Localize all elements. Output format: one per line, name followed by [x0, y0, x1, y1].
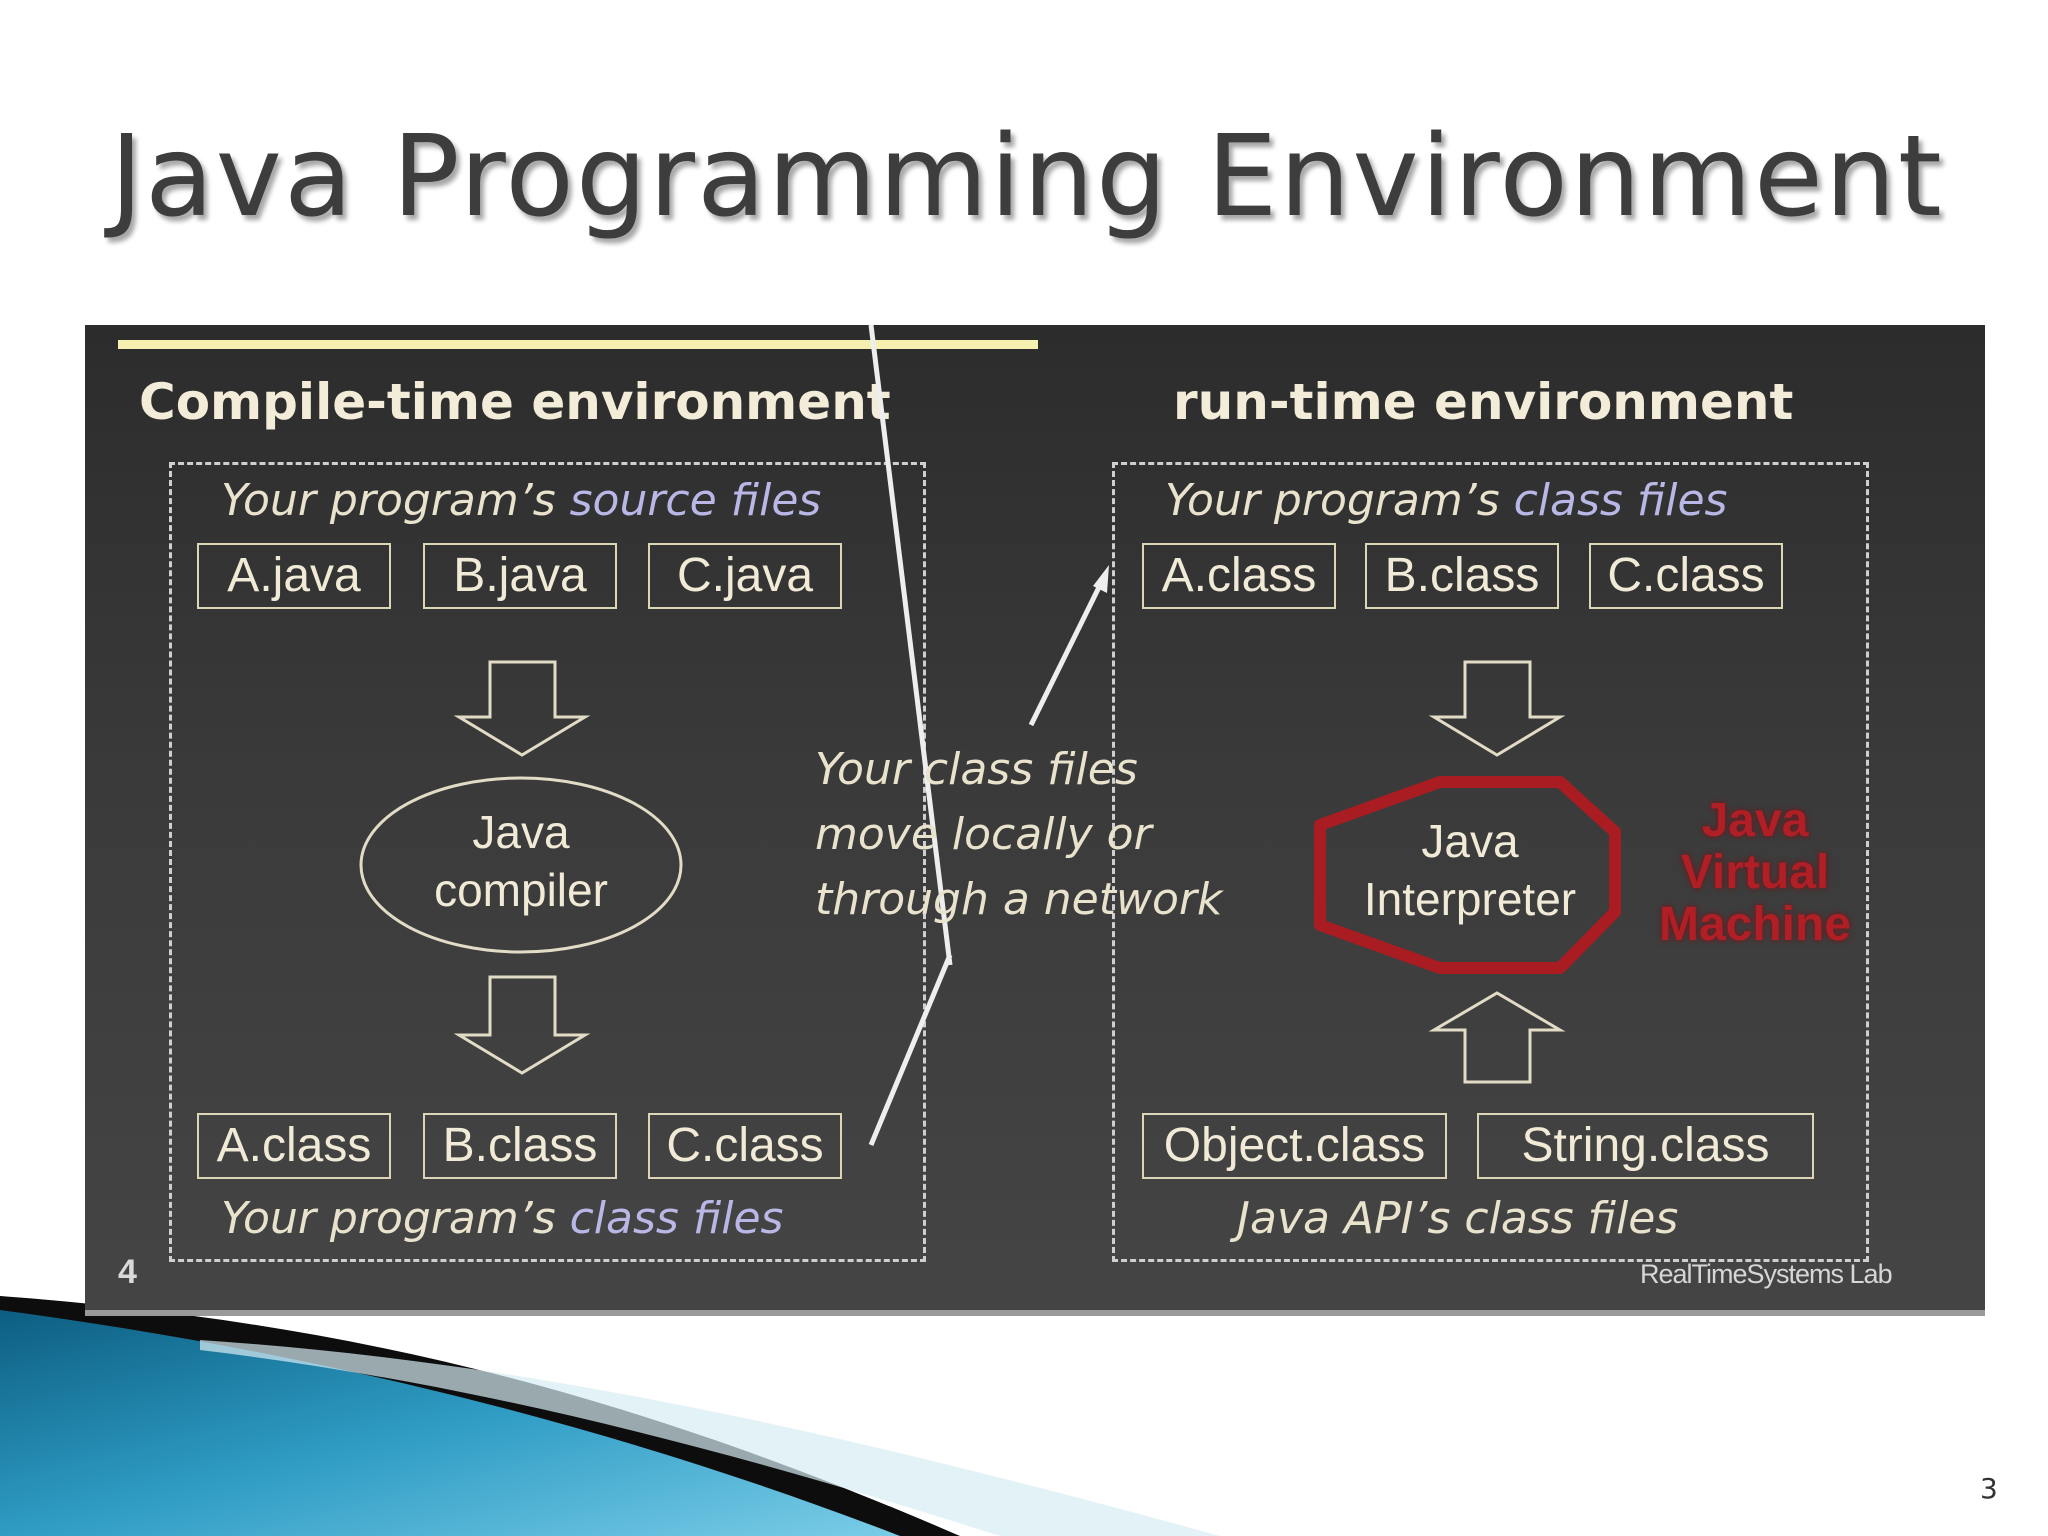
transfer-note: Your class files move locally or through… — [815, 737, 1222, 932]
transfer-note-line3: through a network — [815, 874, 1223, 925]
run-time-box — [1112, 462, 1869, 1262]
lab-name: RealTimeSystems Lab — [1640, 1259, 1893, 1289]
compiler-ellipse — [359, 776, 683, 954]
diagram-bottom-edge — [85, 1310, 1985, 1316]
inner-slide-number: 4 — [118, 1253, 137, 1291]
compiled-file-a-class: A.class — [197, 1113, 391, 1179]
jvm-label-line3: Machine — [1658, 898, 1852, 951]
api-class-files-caption: Java API’s class files — [1237, 1193, 1679, 1244]
jvm-label-line2: Virtual — [1680, 846, 1830, 899]
compile-time-box — [169, 462, 926, 1262]
slide-title: Java Programming Environment — [110, 112, 1944, 242]
compiled-caption-prefix: Your program’s — [221, 1193, 570, 1244]
jvm-octagon — [1314, 776, 1621, 974]
api-file-string-class: String.class — [1477, 1113, 1814, 1179]
runtime-file-a-class: A.class — [1142, 543, 1336, 609]
down-arrow-icon — [453, 660, 591, 757]
compiled-caption-accent: class files — [569, 1193, 784, 1244]
interpreter-label: Java Interpreter — [1340, 812, 1600, 928]
network-line-upper — [1028, 573, 1108, 727]
compiled-file-b-class: B.class — [423, 1113, 617, 1179]
down-arrow-icon — [1428, 660, 1566, 757]
runtime-class-files-caption: Your program’s class files — [1165, 475, 1727, 526]
source-file-a-java: A.java — [197, 543, 391, 609]
diagram-arrows-and-shapes — [359, 325, 1621, 1146]
run-time-heading: run-time environment — [1173, 373, 1794, 431]
network-line-lower — [868, 954, 953, 1146]
source-file-c-java: C.java — [648, 543, 842, 609]
down-arrow-icon — [453, 975, 591, 1075]
compiler-label-line1: Java — [472, 806, 570, 858]
page-number: 3 — [1980, 1472, 1998, 1505]
highlight-bar — [118, 340, 1038, 349]
runtime-caption-prefix: Your program’s — [1165, 475, 1514, 526]
transfer-note-line1: Your class files — [815, 744, 1138, 795]
network-line-lower — [868, 325, 953, 966]
jvm-label: Java Virtual Machine — [1645, 795, 1865, 951]
compiled-file-c-class: C.class — [648, 1113, 842, 1179]
source-file-b-java: B.java — [423, 543, 617, 609]
api-file-object-class: Object.class — [1142, 1113, 1447, 1179]
compiler-label-line2: compiler — [434, 864, 608, 916]
source-caption-prefix: Your program’s — [221, 475, 570, 526]
source-caption-accent: source files — [569, 475, 822, 526]
arrowhead-icon — [1093, 565, 1109, 593]
runtime-caption-accent: class files — [1513, 475, 1728, 526]
compiler-label: Java compiler — [391, 803, 651, 919]
interpreter-label-line2: Interpreter — [1363, 873, 1577, 925]
runtime-file-b-class: B.class — [1365, 543, 1559, 609]
transfer-note-line2: move locally or — [815, 809, 1152, 860]
compile-time-heading: Compile-time environment — [139, 373, 891, 431]
compiled-class-files-caption: Your program’s class files — [221, 1193, 783, 1244]
interpreter-label-line1: Java — [1421, 815, 1519, 867]
runtime-file-c-class: C.class — [1589, 543, 1783, 609]
jvm-label-line1: Java — [1701, 794, 1809, 847]
java-environment-diagram: Compile-time environment run-time enviro… — [85, 325, 1985, 1315]
source-files-caption: Your program’s source files — [221, 475, 821, 526]
up-arrow-icon — [1428, 991, 1566, 1084]
